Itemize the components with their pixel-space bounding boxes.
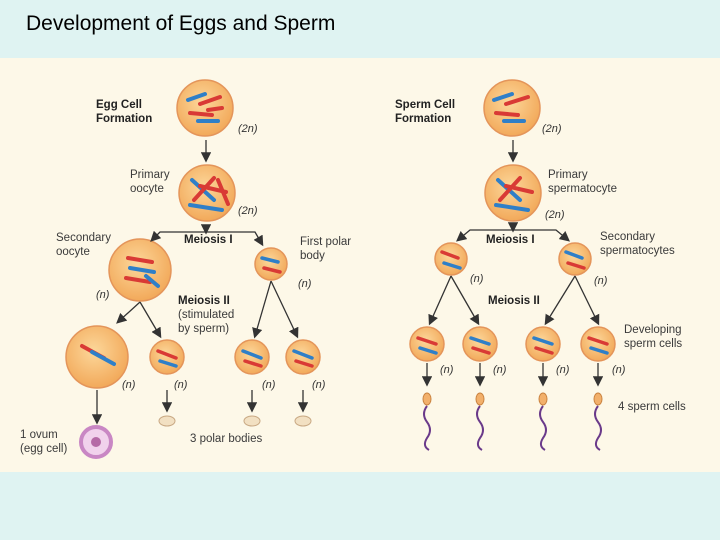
sperm-ploidy-n-4: (n) <box>612 364 626 376</box>
spermatid-cell <box>409 326 445 362</box>
egg-ploidy-n-polar: (n) <box>298 278 312 290</box>
ovum-cell <box>79 425 113 459</box>
egg-ploidy-n-secondary: (n) <box>96 289 110 301</box>
egg-ploidy-2n-b: (2n) <box>238 205 258 217</box>
egg-arrows <box>91 140 309 425</box>
sperm-ploidy-n-2: (n) <box>493 364 507 376</box>
egg-meiosis1-label: Meiosis I <box>184 234 233 246</box>
sperm-heading-line2: Formation <box>395 113 451 125</box>
primary-spermatocyte-label-line1: Primary <box>548 169 588 181</box>
sperm-ploidy-n-3: (n) <box>556 364 570 376</box>
sperm-ploidy-2n-b: (2n) <box>545 209 565 221</box>
developing-sperm-label-line2: sperm cells <box>624 338 682 350</box>
sperm-cell <box>475 392 485 451</box>
egg-ploidy-n-4: (n) <box>312 379 326 391</box>
ootid-cell <box>65 325 129 389</box>
secondary-spermatocytes-label-line1: Secondary <box>600 231 655 243</box>
primary-spermatocyte-label-line2: spermatocyte <box>548 183 617 195</box>
sperm-ploidy-2n-a: (2n) <box>542 123 562 135</box>
polar-body-cell <box>149 339 185 375</box>
egg-meiosis2-line1: Meiosis II <box>178 295 230 307</box>
primary-oocyte-cell <box>178 164 236 222</box>
first-polar-body-cell <box>254 247 288 281</box>
ovum-label-line2: (egg cell) <box>20 443 67 455</box>
secondary-spermatocytes-label-line2: spermatocytes <box>600 245 675 257</box>
egg-meiosis2-line3: by sperm) <box>178 323 229 335</box>
degenerating-polar-body <box>243 415 261 427</box>
sperm-cell-2n <box>483 79 541 137</box>
sperm-heading-line1: Sperm Cell <box>395 99 455 111</box>
spermatid-cell <box>462 326 498 362</box>
first-polar-body-label-line1: First polar <box>300 236 351 248</box>
sperm-cell <box>593 392 603 451</box>
egg-ploidy-n-2: (n) <box>174 379 188 391</box>
egg-heading-line1: Egg Cell <box>96 99 142 111</box>
spermatid-cell <box>525 326 561 362</box>
egg-ploidy-n-1: (n) <box>122 379 136 391</box>
spermatid-cell <box>580 326 616 362</box>
degenerating-polar-body <box>294 415 312 427</box>
egg-ploidy-n-3: (n) <box>262 379 276 391</box>
egg-ploidy-2n-a: (2n) <box>238 123 258 135</box>
secondary-oocyte-label-line2: oocyte <box>56 246 90 258</box>
sperm-ploidy-n-1: (n) <box>440 364 454 376</box>
polar-bodies-label: 3 polar bodies <box>190 433 262 445</box>
sperm-arrows <box>421 140 604 387</box>
egg-heading-line2: Formation <box>96 113 152 125</box>
primary-oocyte-label-line1: Primary <box>130 169 170 181</box>
sperm-meiosis1-label: Meiosis I <box>486 234 535 246</box>
egg-meiosis2-line2: (stimulated <box>178 309 234 321</box>
developing-sperm-label-line1: Developing <box>624 324 682 336</box>
sperm-cell <box>422 392 432 451</box>
secondary-oocyte-cell <box>108 238 172 302</box>
sperm-count-label: 4 sperm cells <box>618 401 686 413</box>
primary-spermatocyte-cell <box>484 164 542 222</box>
first-polar-body-label-line2: body <box>300 250 325 262</box>
sperm-meiosis2-label: Meiosis II <box>488 295 540 307</box>
page-title: Development of Eggs and Sperm <box>26 12 336 35</box>
secondary-spermatocyte-cell <box>434 242 468 276</box>
secondary-spermatocyte-cell <box>558 242 592 276</box>
sperm-cell <box>538 392 548 451</box>
primary-oocyte-label-line2: oocyte <box>130 183 164 195</box>
ovum-label-line1: 1 ovum <box>20 429 58 441</box>
sperm-ploidy-n-a: (n) <box>470 273 484 285</box>
degenerating-polar-body <box>158 415 176 427</box>
polar-body-cell <box>234 339 270 375</box>
secondary-oocyte-label-line1: Secondary <box>56 232 111 244</box>
polar-body-cell <box>285 339 321 375</box>
egg-cell-2n <box>176 79 234 137</box>
sperm-ploidy-n-b: (n) <box>594 275 608 287</box>
